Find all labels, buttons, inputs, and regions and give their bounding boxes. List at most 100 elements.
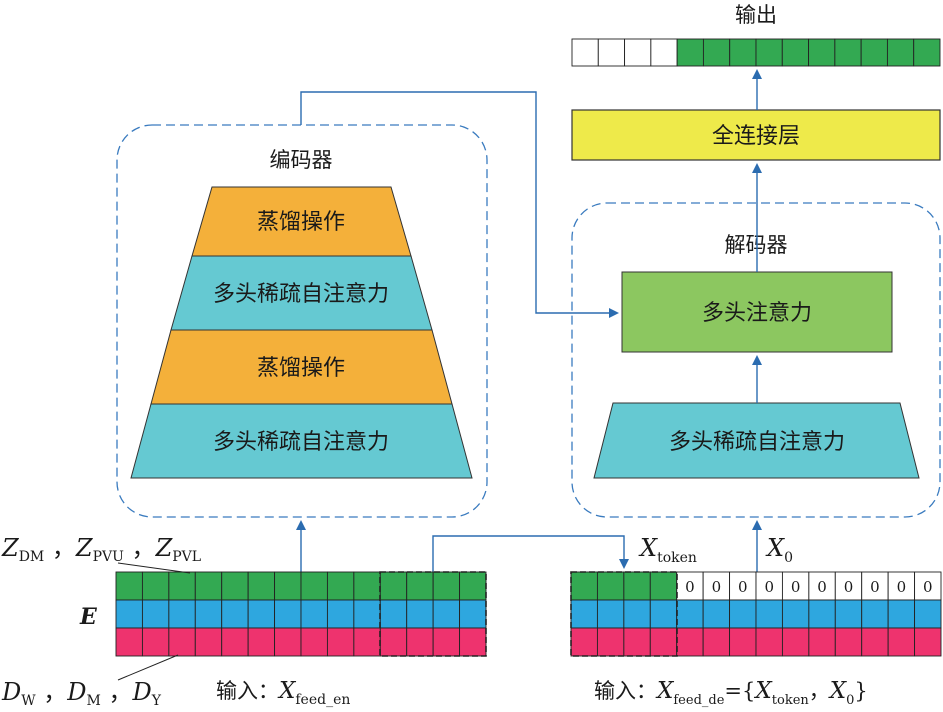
decoder-input-cell	[570, 627, 598, 657]
decoder-zero-value: 0	[897, 578, 907, 596]
encoder-input-cell	[194, 599, 223, 629]
decoder-input-cell	[702, 627, 731, 657]
decoder-input-cell	[649, 571, 678, 601]
z-labels: ZDM ，ZPVU ，ZPVL	[1, 534, 201, 565]
encoder-input-cell	[115, 599, 143, 629]
encoder-input-cell	[247, 571, 276, 601]
output-cell-filled	[913, 38, 941, 67]
decoder-input-cell	[729, 599, 757, 629]
decoder-container	[571, 202, 941, 518]
decoder-zero-value: 0	[685, 578, 695, 596]
encoder-input-cell	[379, 627, 408, 657]
decoder-input-cell	[623, 571, 651, 601]
d-labels: DW ，DM ，DY	[1, 678, 162, 709]
decoder-input-cell	[887, 627, 916, 657]
encoder-input-cell	[353, 571, 381, 601]
encoder-input-cell	[459, 627, 487, 657]
output-cell-filled	[702, 38, 731, 67]
decoder-zero-value: 0	[764, 578, 774, 596]
decoder-input-cell	[623, 599, 651, 629]
encoder-input-cell	[379, 599, 408, 629]
encoder-input-cell	[274, 627, 302, 657]
decoder-zero-value: 0	[712, 578, 722, 596]
output-cell-empty	[571, 38, 599, 67]
decoder-input-cell	[649, 627, 678, 657]
decoder-sparse-attn-layer	[593, 402, 920, 479]
encoder-input-cell	[115, 627, 143, 657]
encoder-attn-label-top: 多头稀疏自注意力	[213, 282, 389, 307]
encoder-attn-layer-bottom	[130, 403, 473, 479]
decoder-input-cell	[834, 627, 863, 657]
output-bar	[571, 38, 941, 67]
encoder-input-cell	[247, 627, 276, 657]
encoder-input-cell	[168, 599, 196, 629]
encoder-distill-label-top: 蒸馏操作	[257, 210, 345, 235]
decoder-zero-value: 0	[870, 578, 880, 596]
decoder-zero-value: 0	[844, 578, 854, 596]
decoder-zero-cell	[861, 571, 889, 601]
decoder-input-cell	[755, 599, 783, 629]
output-cell-filled	[676, 38, 704, 67]
decoder-input-cell	[729, 627, 757, 657]
encoder-input-matrix	[115, 571, 487, 657]
decoder-sparse-attn-label: 多头稀疏自注意力	[669, 430, 845, 455]
decoder-input-cell	[596, 571, 625, 601]
encoder-input-cell	[168, 571, 196, 601]
output-cell-filled	[755, 38, 783, 67]
fc-layer-box	[571, 109, 941, 161]
encoder-input-cell	[221, 599, 249, 629]
encoder-input-cell	[300, 571, 328, 601]
encoder-input-cell	[221, 571, 249, 601]
encoder-input-cell	[300, 599, 328, 629]
encoder-input-cell	[141, 627, 170, 657]
connectors	[296, 69, 762, 572]
z-label-leader	[117, 562, 191, 574]
encoder-input-cell	[432, 599, 461, 629]
xtoken-label: Xtoken	[638, 534, 697, 566]
encoder-input-cell	[432, 627, 461, 657]
decoder-mha-label: 多头注意力	[702, 301, 812, 326]
encoder-input-cell	[141, 571, 170, 601]
encoder-input-cell	[221, 627, 249, 657]
decoder-input-cell	[676, 599, 704, 629]
x0-label: X0	[765, 534, 793, 566]
encoder-input-cell	[406, 627, 434, 657]
fc-layer-label: 全连接层	[712, 124, 800, 149]
decoder-input-cell	[623, 627, 651, 657]
encoder-input-cell	[194, 627, 223, 657]
decoder-zero-cell	[914, 571, 942, 601]
output-label: 输出	[735, 3, 777, 27]
encoder-input-cell	[168, 627, 196, 657]
decoder-input-cell	[914, 599, 942, 629]
encoder-input-cell	[115, 571, 143, 601]
encoder-input-cell	[247, 599, 276, 629]
decoder-input-cell	[834, 599, 863, 629]
encoder-input-cell	[326, 627, 355, 657]
encoder-input-cell	[326, 571, 355, 601]
decoder-input-cell	[914, 627, 942, 657]
arrow-encoder-to-mha	[300, 91, 619, 318]
decoder-input-cell	[861, 599, 889, 629]
encoder-input-cell	[326, 599, 355, 629]
decoder-mha-box	[621, 271, 893, 353]
decoder-input-cell	[649, 599, 678, 629]
decoder-token-highlight	[570, 571, 678, 657]
decoder-input-cell	[570, 571, 598, 601]
output-cell-filled	[729, 38, 757, 67]
encoder-input-cell	[432, 571, 461, 601]
e-label: E	[79, 604, 98, 630]
decoder-title: 解码器	[725, 233, 788, 257]
encoder-input-cell	[194, 571, 223, 601]
encoder-input-cell	[141, 599, 170, 629]
decoder-zero-value: 0	[817, 578, 827, 596]
encoder-input-cell	[406, 599, 434, 629]
encoder-input-cell	[353, 599, 381, 629]
output-cell-empty	[597, 38, 626, 67]
encoder-container	[116, 124, 488, 518]
decoder-input-cell	[570, 599, 598, 629]
encoder-attn-label-bottom: 多头稀疏自注意力	[213, 430, 389, 455]
encoder-input-cell	[274, 599, 302, 629]
encoder-input-cell	[459, 571, 487, 601]
